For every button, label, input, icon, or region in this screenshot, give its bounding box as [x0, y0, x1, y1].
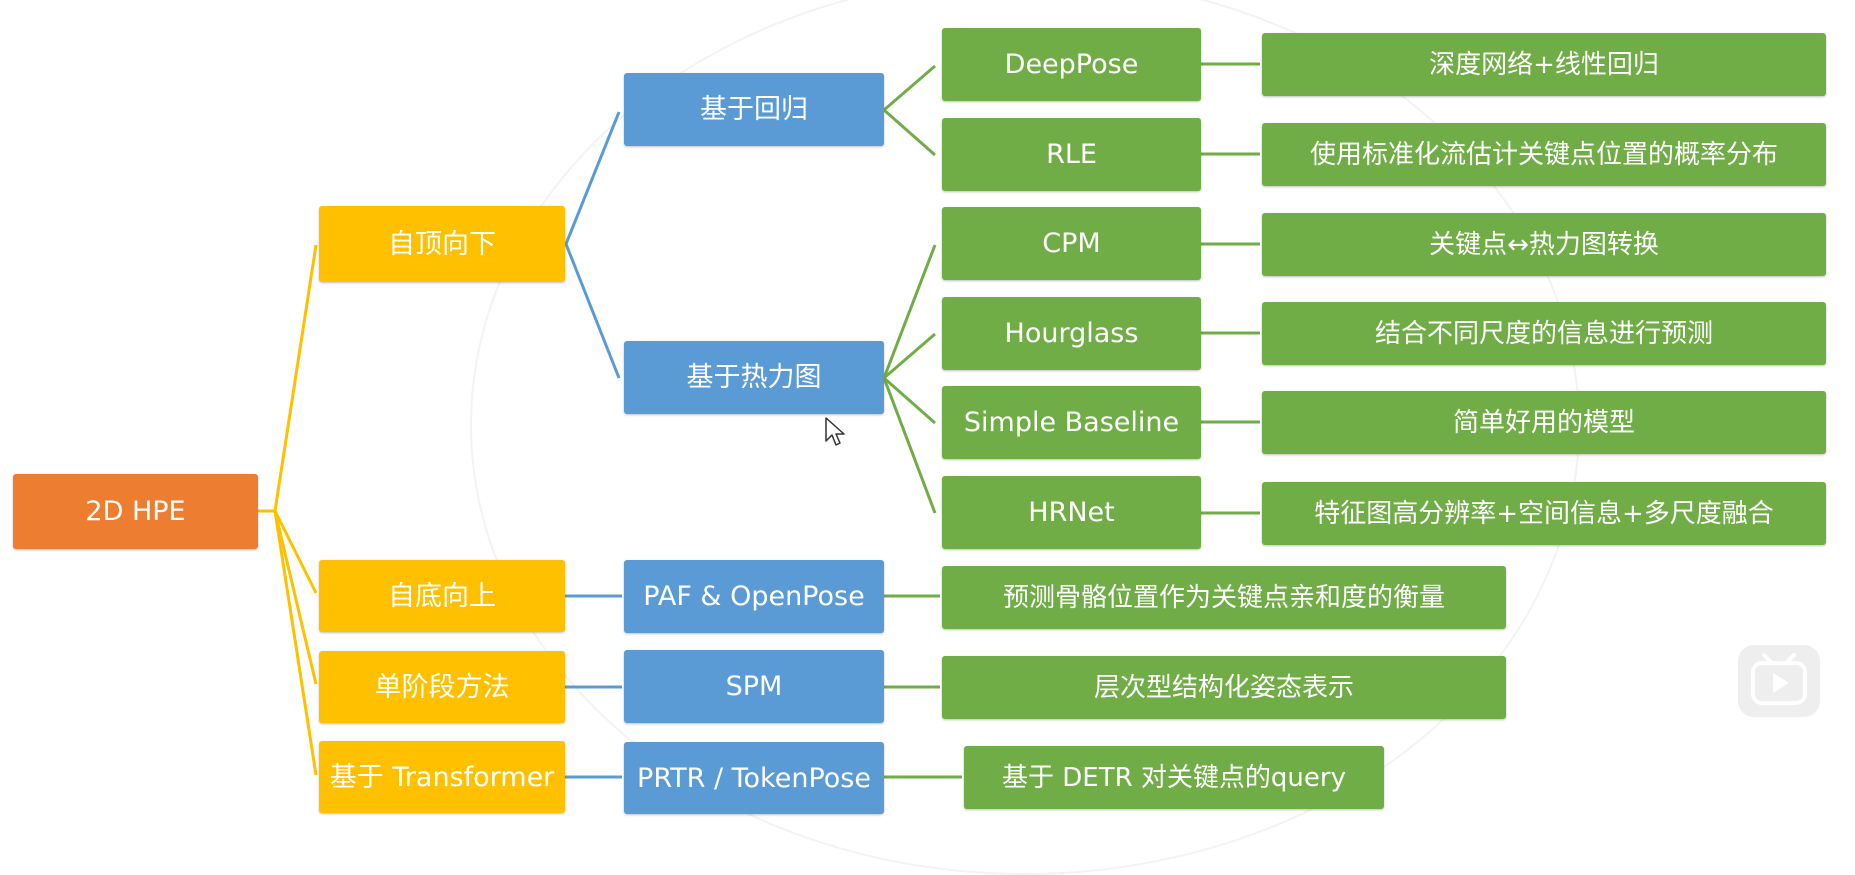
description-spm: 层次型结构化姿态表示: [942, 656, 1506, 719]
description-rle: 使用标准化流估计关键点位置的概率分布: [1262, 123, 1826, 186]
mouse-cursor-icon: [825, 417, 845, 446]
method-hourglass: Hourglass: [942, 297, 1201, 370]
video-play-button[interactable]: [1738, 645, 1820, 717]
subcategory-heatmap: 基于热力图: [624, 341, 884, 414]
method-rle: RLE: [942, 118, 1201, 191]
category-transformer: 基于 Transformer: [319, 741, 565, 813]
category-top-down: 自顶向下: [319, 206, 565, 282]
description-prtr-tokenpose: 基于 DETR 对关键点的query: [964, 746, 1384, 809]
category-single-stage: 单阶段方法: [319, 651, 565, 723]
play-icon: [1751, 653, 1807, 705]
subcategory-prtr-tokenpose: PRTR / TokenPose: [624, 742, 884, 814]
subcategory-spm: SPM: [624, 650, 884, 723]
category-bottom-up: 自底向上: [319, 560, 565, 632]
description-deeppose: 深度网络+线性回归: [1262, 33, 1826, 96]
description-hrnet: 特征图高分辨率+空间信息+多尺度融合: [1262, 482, 1826, 545]
subcategory-regression: 基于回归: [624, 73, 884, 146]
root-node: 2D HPE: [13, 474, 258, 549]
method-deeppose: DeepPose: [942, 28, 1201, 101]
method-hrnet: HRNet: [942, 476, 1201, 549]
method-simple-baseline: Simple Baseline: [942, 386, 1201, 459]
description-hourglass: 结合不同尺度的信息进行预测: [1262, 302, 1826, 365]
description-cpm: 关键点↔热力图转换: [1262, 213, 1826, 276]
description-simple-baseline: 简单好用的模型: [1262, 391, 1826, 454]
method-cpm: CPM: [942, 207, 1201, 280]
subcategory-paf-openpose: PAF & OpenPose: [624, 560, 884, 633]
description-paf-openpose: 预测骨骼位置作为关键点亲和度的衡量: [942, 566, 1506, 629]
